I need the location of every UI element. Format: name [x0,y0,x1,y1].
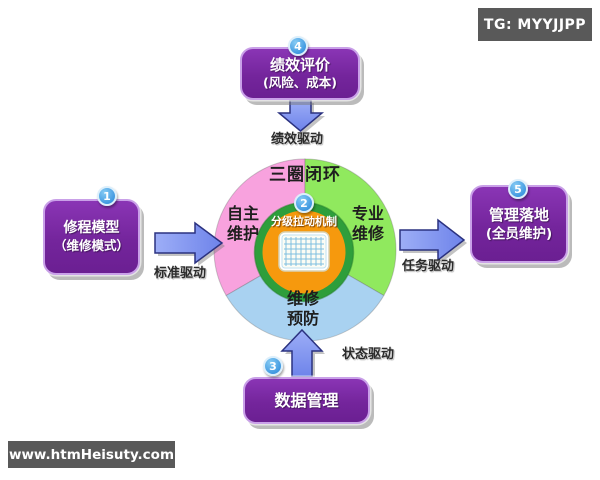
step-badge-5: 5 [508,179,528,199]
arrow-label-performance-driven: 绩效驱动 [270,132,323,147]
grid-icon [278,231,330,272]
box-management-landing-title: 管理落地 [488,205,549,224]
arrow-label-task-driven: 任务驱动 [401,259,454,274]
box-performance-evaluation-title: 绩效评价 [269,55,330,74]
arrow-label-condition-driven: 状态驱动 [341,347,394,362]
arrow-left-right [154,221,225,266]
segment-label-autonomous-line2: 维护 [226,224,259,243]
box-management-landing-subtitle: (全员维护) [485,226,553,243]
segment-label-autonomous-line1: 自主 [226,204,259,223]
segment-label-prevention-line1: 维修 [286,289,319,308]
segment-label-professional: 专业 维修 [338,204,398,244]
arrow-label-standard-driven: 标准驱动 [153,266,206,281]
tg-watermark-badge: TG: MYYJJPP [478,8,592,41]
box-repair-model-subtitle: （维修模式） [53,238,129,253]
box-repair-model: 修程模型 （维修模式） [43,199,140,275]
circle-title: 三圈闭环 [269,165,341,185]
box-data-management-title: 数据管理 [274,390,339,410]
segment-label-prevention: 维修 预防 [273,289,333,329]
box-data-management: 数据管理 [243,377,370,424]
box-management-landing: 管理落地 (全员维护) [470,185,568,263]
box-performance-evaluation-subtitle: (风险、成本) [263,75,337,91]
arrow-right-out [399,218,467,263]
segment-label-autonomous: 自主 维护 [213,204,273,244]
step-badge-2: 2 [294,193,314,213]
box-repair-model-title: 修程模型 [63,220,120,237]
segment-label-prevention-line2: 预防 [286,309,319,328]
arrow-top-down [276,99,325,134]
step-badge-4: 4 [288,36,308,56]
center-mechanism-label: 分级拉动机制 [271,215,337,228]
segment-label-professional-line1: 专业 [351,204,384,223]
step-badge-3: 3 [263,356,283,376]
site-watermark-badge: www.htmHeisuty.com [8,441,175,468]
step-badge-1: 1 [97,186,117,206]
segment-label-professional-line2: 维修 [351,224,384,243]
